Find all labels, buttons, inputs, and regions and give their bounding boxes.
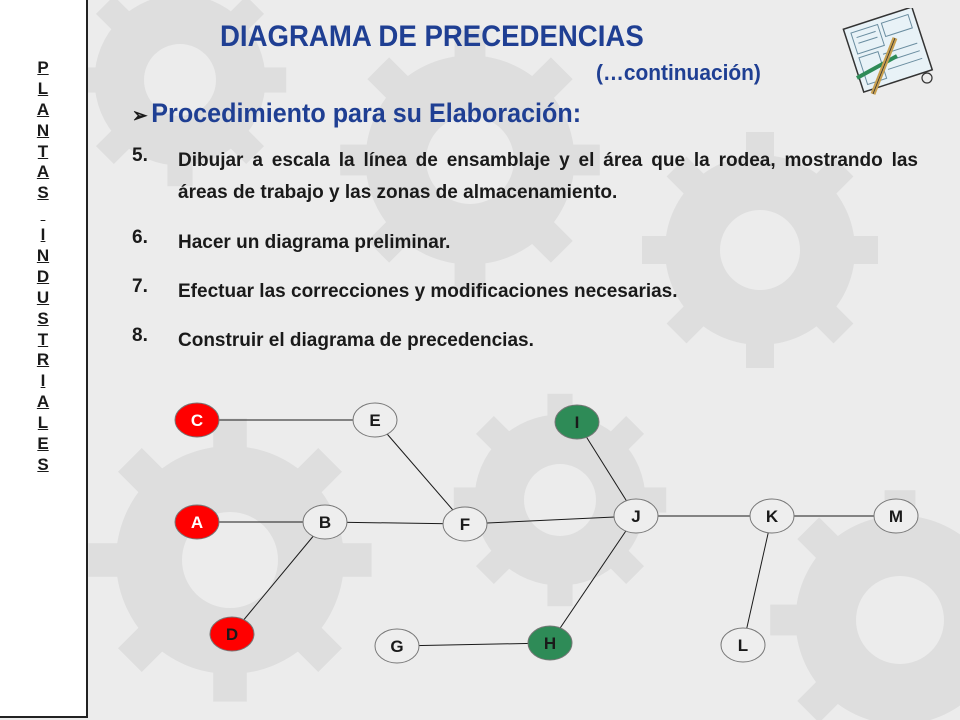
step-number: 7. — [132, 276, 148, 297]
edge-f-j — [464, 515, 637, 525]
sidebar-letter: D — [36, 266, 50, 286]
step-number: 8. — [132, 325, 148, 346]
sidebar-letter: L — [37, 78, 49, 98]
step-number: 6. — [132, 227, 148, 248]
node-label: A — [191, 513, 203, 532]
step-text: Construir el diagrama de precedencias. — [178, 330, 534, 351]
sidebar-letter: I — [40, 225, 46, 245]
node-j: J — [613, 498, 659, 534]
node-d: D — [209, 616, 255, 652]
step-number: 5. — [132, 145, 148, 166]
node-b: B — [302, 504, 348, 540]
node-f: F — [442, 506, 488, 542]
sidebar-letter: U — [36, 287, 50, 307]
sidebar-letter: S — [37, 183, 49, 203]
sidebar-letter: N — [36, 246, 50, 266]
node-circle — [302, 504, 348, 540]
sidebar-letter: T — [37, 329, 49, 349]
node-label: C — [191, 411, 203, 430]
node-label: I — [575, 413, 580, 432]
node-circle — [527, 625, 573, 661]
node-label: K — [766, 507, 779, 526]
node-label: J — [631, 507, 640, 526]
node-i: I — [554, 404, 600, 440]
node-label: L — [738, 636, 748, 655]
sidebar-letter: P — [37, 58, 49, 77]
sidebar-letter: E — [37, 434, 49, 454]
edge-e-f — [374, 419, 466, 525]
edge-b-f — [324, 521, 466, 525]
sidebar-letter: L — [37, 413, 49, 433]
node-circle — [442, 506, 488, 542]
node-m: M — [873, 498, 919, 534]
sidebar-letter: S — [37, 308, 49, 328]
section-heading: ➢Procedimiento para su Elaboración: — [132, 98, 581, 129]
page-subtitle: (…continuación) — [596, 60, 761, 85]
sidebar-letter: S — [37, 454, 49, 474]
node-circle — [873, 498, 919, 534]
sidebar-letter: A — [36, 99, 50, 119]
sidebar-letter: R — [36, 350, 50, 370]
node-label: B — [319, 513, 331, 532]
node-g: G — [374, 628, 420, 664]
node-e: E — [352, 402, 398, 438]
step-text: Dibujar a escala la línea de ensamblaje … — [178, 150, 918, 203]
node-h: H — [527, 625, 573, 661]
node-label: H — [544, 634, 556, 653]
sidebar-letter: T — [37, 141, 49, 161]
node-label: D — [226, 625, 238, 644]
node-circle — [174, 504, 220, 540]
node-circle — [174, 402, 220, 438]
node-circle — [209, 616, 255, 652]
node-c: C — [174, 402, 220, 438]
node-circle — [720, 627, 766, 663]
step-text: Efectuar las correcciones y modificacion… — [178, 281, 678, 302]
step-text: Hacer un diagrama preliminar. — [178, 232, 451, 253]
node-label: E — [369, 411, 380, 430]
sidebar-letter: I — [40, 371, 46, 391]
node-circle — [613, 498, 659, 534]
node-circle — [374, 628, 420, 664]
sidebar-letter: A — [36, 392, 50, 412]
node-label: F — [460, 515, 470, 534]
section-heading-text: Procedimiento para su Elaboración: — [151, 98, 582, 128]
edge-h-j — [549, 515, 637, 644]
edge-k-l — [742, 515, 773, 646]
node-k: K — [749, 498, 795, 534]
node-l: L — [720, 627, 766, 663]
node-label: G — [390, 637, 403, 656]
edge-g-h — [396, 642, 551, 647]
edge-b-d — [231, 521, 326, 635]
node-circle — [352, 402, 398, 438]
node-a: A — [174, 504, 220, 540]
node-circle — [749, 498, 795, 534]
page-title: DIAGRAMA DE PRECEDENCIAS — [220, 20, 644, 53]
node-label: M — [889, 507, 903, 526]
blueprint-icon — [842, 8, 934, 95]
node-circle — [554, 404, 600, 440]
sidebar-letter: A — [36, 162, 50, 182]
sidebar-letter: N — [36, 120, 50, 140]
arrow-bullet-icon: ➢ — [132, 105, 148, 127]
